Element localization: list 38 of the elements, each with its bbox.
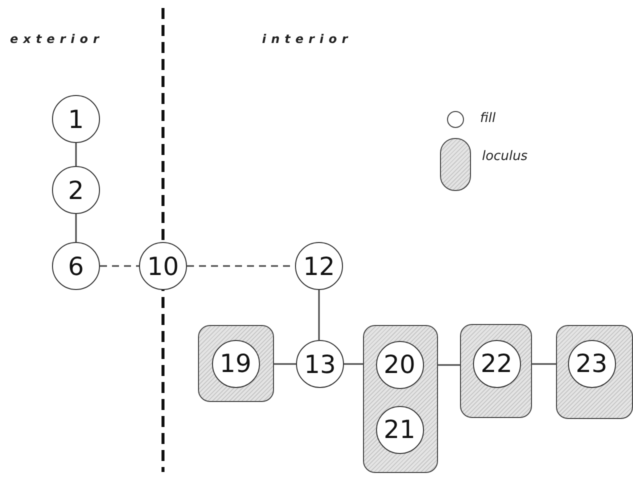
fill-circle <box>52 242 100 290</box>
loculus-box <box>556 325 633 419</box>
zone-label: exterior <box>10 32 104 46</box>
fill-circle <box>376 340 424 388</box>
fill-number: 1 <box>68 106 84 132</box>
loculus-box <box>198 325 274 402</box>
fill-circle <box>296 340 344 388</box>
fill-number: 12 <box>303 254 335 278</box>
fill-number: 13 <box>304 352 336 376</box>
connector-line <box>344 363 363 365</box>
fill-circle <box>52 166 100 214</box>
fill-circle <box>52 95 100 143</box>
connector-line <box>274 363 296 365</box>
connector-line <box>318 290 320 340</box>
loculus-box <box>460 324 532 418</box>
fill-number: 20 <box>384 352 416 377</box>
fill-number: 23 <box>576 351 608 376</box>
fill-circle <box>212 340 260 388</box>
connector-line <box>532 363 556 365</box>
fill-number: 6 <box>68 254 84 278</box>
fill-number: 22 <box>480 351 512 376</box>
fill-number: 21 <box>384 417 416 442</box>
loculus-box <box>363 325 438 473</box>
connector-line <box>438 364 460 366</box>
fill-number: 10 <box>147 254 179 278</box>
legend-label: fill <box>480 111 496 126</box>
zone-label: interior <box>262 32 353 46</box>
legend-label: loculus <box>482 149 528 164</box>
fill-circle <box>295 242 343 290</box>
connector-line <box>75 143 77 166</box>
fill-circle <box>568 340 616 388</box>
dashed-connector <box>100 265 139 267</box>
fill-circle <box>376 406 424 454</box>
fill-circle <box>139 242 187 290</box>
connector-line <box>75 214 77 242</box>
fill-number: 19 <box>220 351 252 376</box>
fill-circle <box>472 340 520 388</box>
fill-number: 2 <box>68 178 84 202</box>
